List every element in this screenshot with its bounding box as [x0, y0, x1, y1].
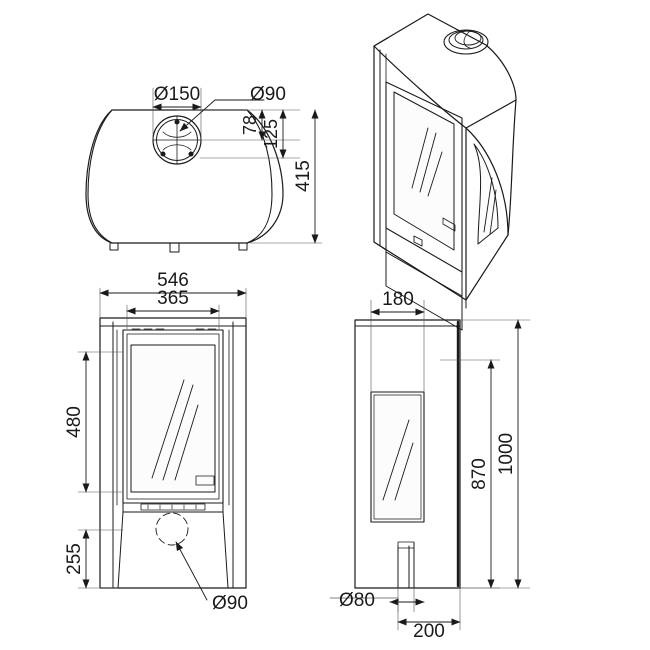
dim-label-546: 546: [157, 270, 189, 291]
dim-label-125: 125: [261, 119, 281, 149]
front-view: [77, 287, 247, 601]
dim-label-1000: 1000: [496, 433, 517, 475]
dim-label-415: 415: [293, 160, 314, 192]
isometric-view: [373, 13, 517, 331]
dim-label-air-inlet-top: Ø90: [250, 84, 286, 105]
dim-label-air-inlet-front: Ø90: [212, 593, 248, 614]
side-view: [329, 299, 531, 631]
dim-label-78: 78: [240, 115, 260, 135]
dim-label-255: 255: [64, 543, 85, 575]
top-view: [85, 87, 323, 253]
dim-label-200: 200: [413, 621, 445, 642]
dim-label-365: 365: [157, 288, 189, 309]
dim-label-180: 180: [382, 289, 414, 310]
dim-label-flue-diameter: Ø150: [154, 84, 200, 105]
dim-label-480: 480: [64, 406, 85, 438]
dim-label-870: 870: [469, 458, 490, 490]
dim-label-pipe-diameter: Ø80: [339, 590, 375, 611]
